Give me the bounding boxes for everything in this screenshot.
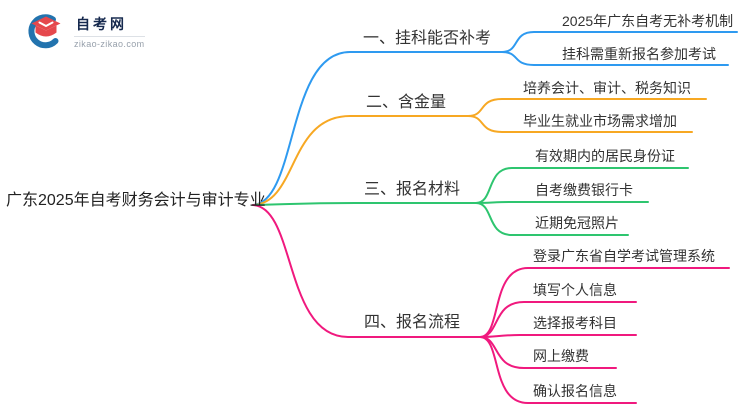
branch1-child2-line: [501, 51, 729, 66]
branch2-child2: 毕业生就业市场需求增加: [523, 113, 677, 129]
branch3-child2-line: [475, 201, 649, 204]
branch3-child1: 有效期内的居民身份证: [535, 148, 675, 164]
branch2-line: [252, 115, 469, 206]
branch3-child3-line: [475, 202, 629, 236]
branch3-child3: 近期免冠照片: [535, 215, 619, 231]
branch4-child5-line: [479, 336, 637, 404]
branch4-child1: 登录广东省自学考试管理系统: [533, 248, 715, 264]
branch3-line: [252, 202, 477, 206]
branch1-child1-line: [501, 31, 738, 53]
branch3-child1-line: [475, 167, 689, 204]
branch4-child2: 填写个人信息: [533, 282, 617, 298]
branch1-line: [252, 51, 503, 206]
branch1-child1: 2025年广东自考无补考机制: [562, 13, 734, 29]
branch1-label: 一、挂科能否补考: [363, 30, 492, 47]
logo-cap-top-shape: [31, 16, 61, 31]
branch2-child1: 培养会计、审计、税务知识: [523, 80, 691, 96]
branch4-child3-line: [479, 334, 637, 338]
branch4-label: 四、报名流程: [364, 314, 461, 331]
logo: 自考网 zikao-zikao.com: [26, 11, 145, 51]
branch4-child1-line: [479, 267, 730, 338]
branch4-child4: 网上缴费: [533, 348, 589, 364]
logo-domain: zikao-zikao.com: [74, 35, 145, 49]
branch2-label: 二、含金量: [366, 94, 447, 111]
branch2-child1-line: [467, 98, 707, 117]
logo-cap-body-shape: [35, 25, 57, 37]
root-topic: 广东2025年自考财务会计与审计专业: [6, 192, 266, 209]
branch4-child3: 选择报考科目: [533, 315, 617, 331]
branch2-child2-line: [467, 115, 693, 133]
branch3-child2: 自考缴费银行卡: [535, 182, 633, 198]
logo-icon: [28, 14, 61, 49]
branch4-child2-line: [479, 301, 637, 338]
branch4-line: [252, 204, 481, 338]
branch1-child2: 挂科需重新报名参加考试: [562, 46, 716, 62]
logo-title: 自考网: [76, 15, 127, 32]
branch4-child5: 确认报名信息: [533, 383, 617, 399]
logo-cap-chevron: [38, 21, 54, 28]
branch3-label: 三、报名材料: [364, 181, 461, 198]
logo-text: 自考网 zikao-zikao.com: [74, 14, 145, 49]
